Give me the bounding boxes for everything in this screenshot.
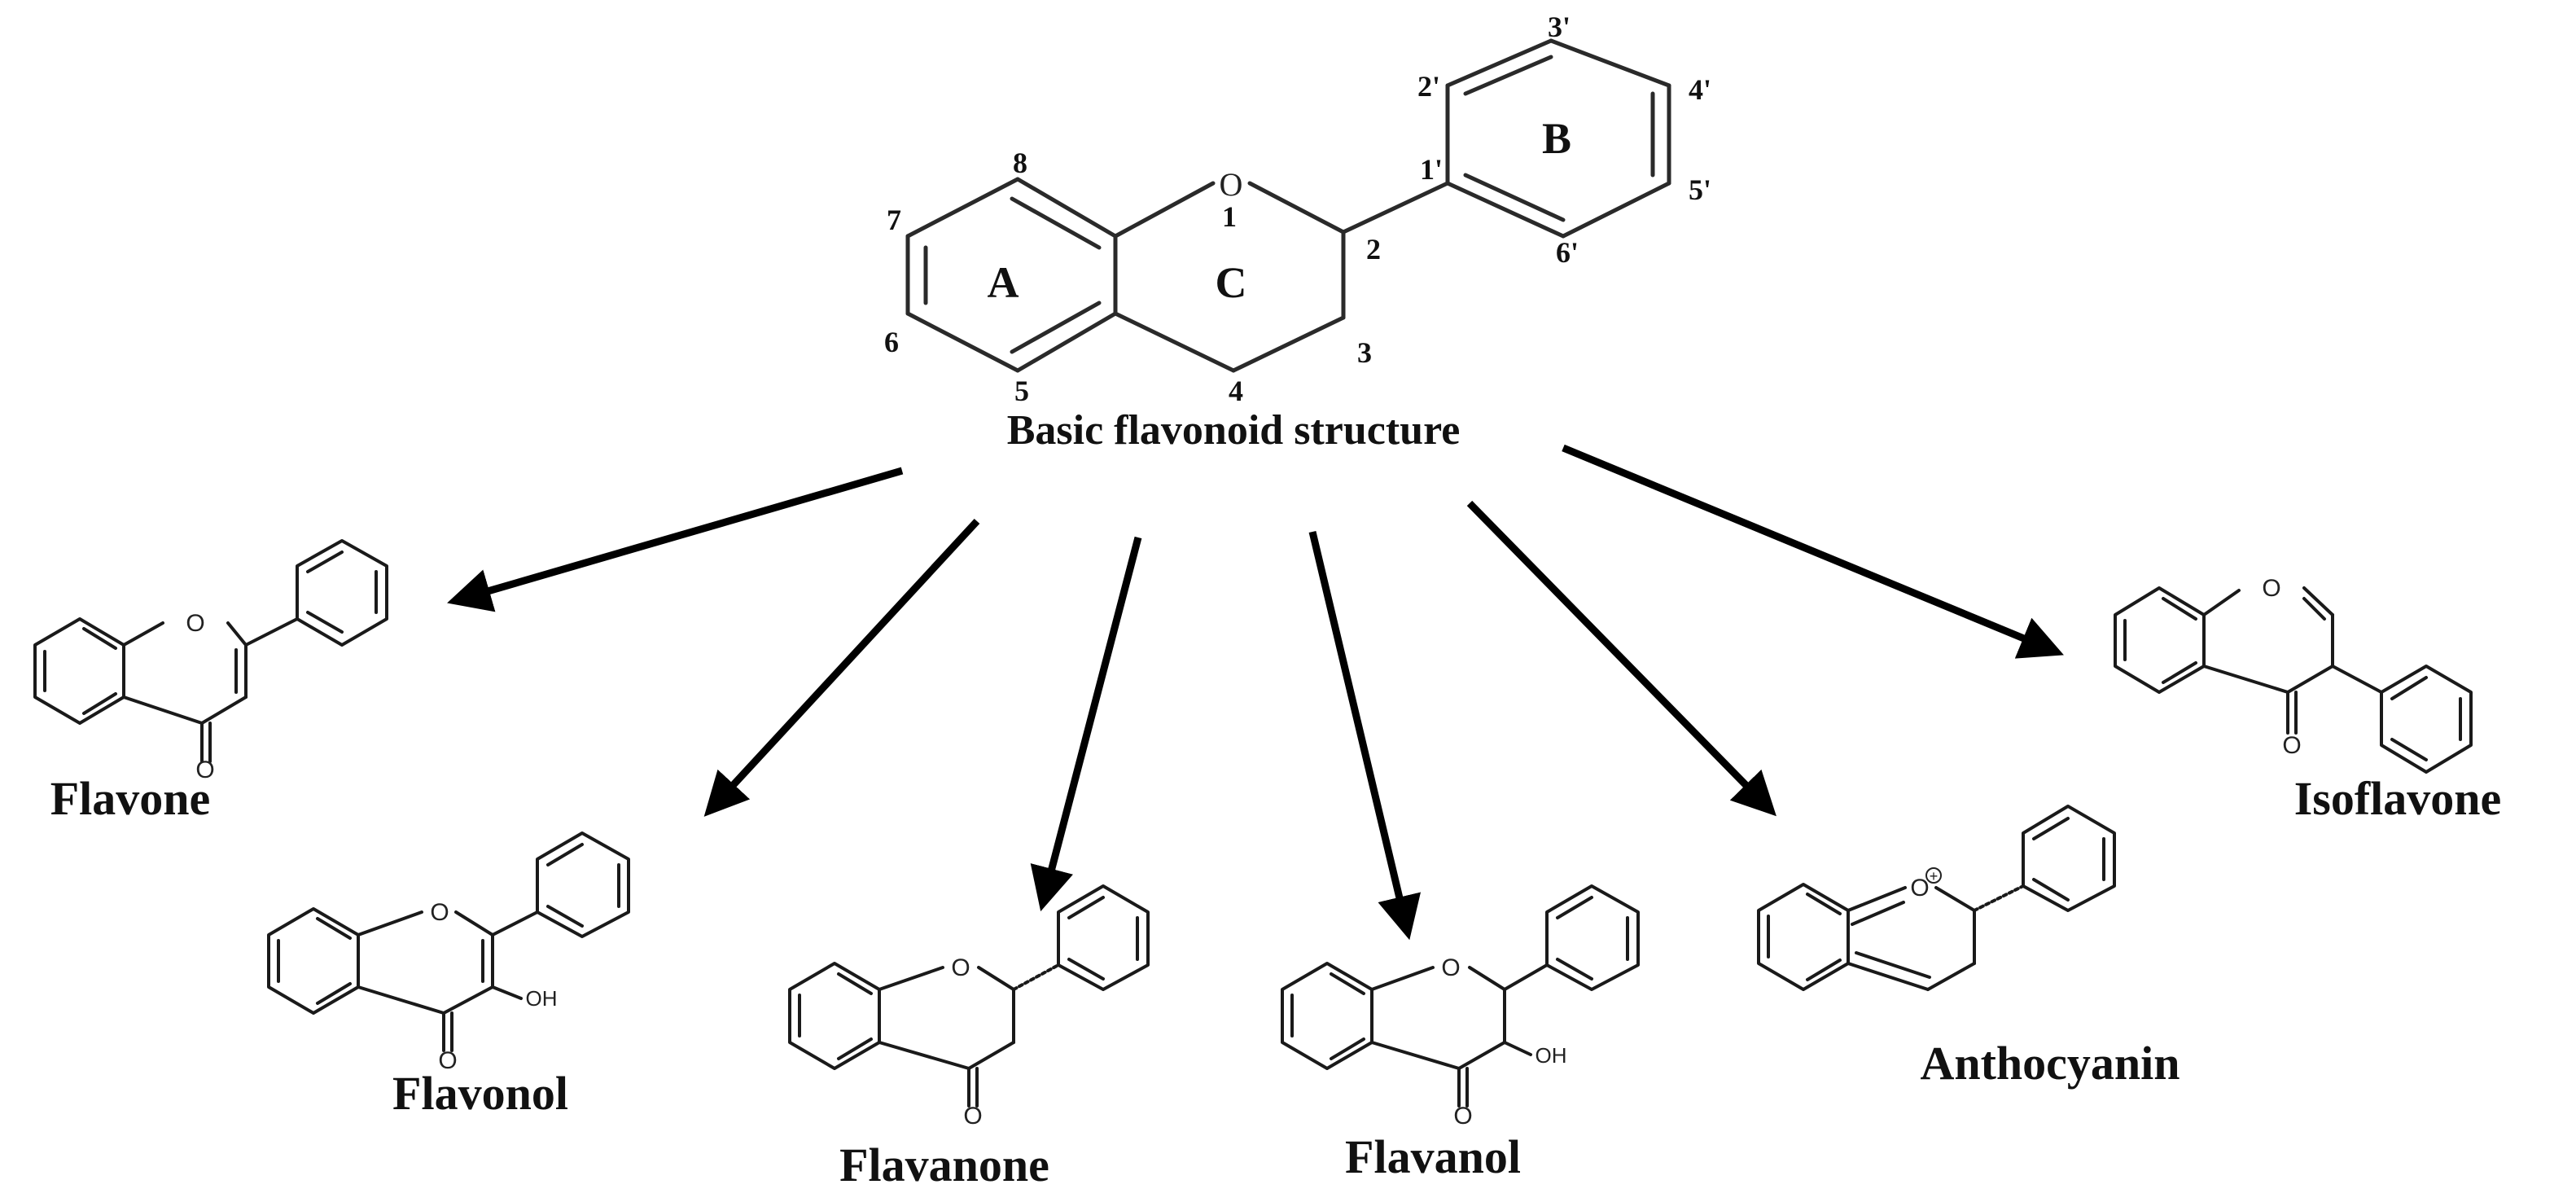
ring-b bbox=[1445, 38, 1671, 239]
isoflavone-structure: O O Isoflavone bbox=[2114, 575, 2502, 825]
flavanol-label: Flavanol bbox=[1345, 1130, 1521, 1183]
ring-a bbox=[905, 177, 1118, 373]
position-5: 5 bbox=[1014, 375, 1029, 407]
oxygen-label: O bbox=[2262, 575, 2280, 602]
position-1: 1 bbox=[1222, 200, 1237, 233]
oxygen-label: O bbox=[438, 1047, 457, 1074]
c2-c1prime-bond bbox=[1341, 181, 1450, 235]
position-3prime: 3' bbox=[1548, 11, 1571, 43]
oxygen-label: O bbox=[1910, 875, 1929, 902]
position-2prime: 2' bbox=[1417, 70, 1440, 103]
flavonol-structure: O O OH Flavonol bbox=[267, 831, 630, 1120]
ring-a-label: A bbox=[988, 258, 1019, 307]
hydroxyl-label: OH bbox=[526, 986, 558, 1011]
position-4: 4 bbox=[1229, 375, 1243, 407]
isoflavone-label: Isoflavone bbox=[2294, 772, 2502, 825]
anthocyanin-structure: O + Anthocyanin bbox=[1757, 805, 2180, 1090]
flavone-label: Flavone bbox=[50, 772, 211, 825]
anthocyanin-label: Anthocyanin bbox=[1920, 1037, 2180, 1090]
oxygen-label: O bbox=[430, 899, 449, 926]
position-1prime: 1' bbox=[1420, 153, 1443, 186]
position-2: 2 bbox=[1366, 233, 1381, 265]
arrow-to-flavanol bbox=[1308, 530, 1422, 941]
flavanol-structure: O O OH Flavanol bbox=[1281, 884, 1640, 1183]
position-5prime: 5' bbox=[1689, 173, 1711, 206]
ring-c bbox=[1113, 181, 1346, 373]
flavone-structure: O O Flavone bbox=[33, 539, 388, 825]
oxygen-label: O bbox=[186, 610, 204, 637]
arrow-to-flavonol bbox=[703, 518, 980, 817]
position-6: 6 bbox=[884, 326, 899, 358]
basic-flavonoid-structure: O A B C 1 2 3 4 5 6 7 8 1' 2' 3' 4' 5' 6… bbox=[884, 11, 1711, 454]
hydroxyl-label: OH bbox=[1536, 1043, 1567, 1068]
oxygen-label: O bbox=[951, 954, 970, 981]
position-6prime: 6' bbox=[1556, 236, 1579, 269]
positive-charge: + bbox=[1930, 868, 1939, 884]
arrow-to-anthocyanin bbox=[1466, 500, 1776, 817]
position-3: 3 bbox=[1357, 336, 1372, 369]
oxygen-label: O bbox=[2282, 732, 2301, 759]
ring-c-label: C bbox=[1216, 258, 1247, 307]
flavanone-label: Flavanone bbox=[839, 1138, 1049, 1191]
oxygen-label: O bbox=[963, 1103, 982, 1130]
position-4prime: 4' bbox=[1689, 73, 1711, 106]
oxygen-label: O bbox=[195, 757, 214, 783]
arrows bbox=[447, 444, 2064, 941]
arrow-to-isoflavone bbox=[1562, 444, 2064, 659]
oxygen-label: O bbox=[1441, 954, 1460, 981]
ring-b-label: B bbox=[1542, 114, 1571, 163]
arrow-to-flavone bbox=[447, 467, 904, 612]
flavanone-structure: O O Flavanone bbox=[788, 884, 1150, 1191]
basic-structure-title: Basic flavonoid structure bbox=[1007, 407, 1461, 454]
position-7: 7 bbox=[887, 204, 901, 236]
arrow-to-flavanone bbox=[1030, 536, 1142, 912]
oxygen-label: O bbox=[1453, 1103, 1472, 1130]
flavonol-label: Flavonol bbox=[392, 1067, 568, 1120]
charge-circle bbox=[1925, 867, 1942, 884]
position-8: 8 bbox=[1013, 147, 1027, 179]
oxygen-label: O bbox=[1220, 166, 1243, 203]
